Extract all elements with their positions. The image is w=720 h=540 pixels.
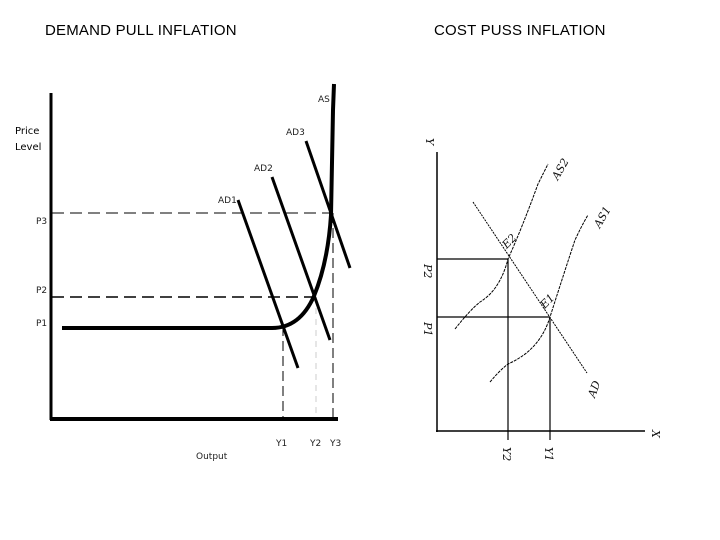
label-ad-right: AD	[585, 379, 603, 400]
label-ad3: AD3	[286, 128, 305, 138]
as-curve	[62, 83, 336, 330]
demand-pull-diagram: Price Level Output P3 P2 P1 Y1 Y2 Y3 AS …	[15, 83, 352, 462]
as1-curve	[489, 214, 589, 383]
right-x-axis-label: X	[649, 429, 662, 439]
ad-curve-right	[472, 201, 588, 374]
cost-push-diagram: Y X P2 P1 Y2 Y1 AS2 AS1 AD E2 E1	[421, 138, 662, 461]
label-p1: P1	[36, 319, 47, 329]
label-e1: E1	[537, 291, 558, 312]
ad2-curve	[270, 176, 332, 341]
label-y3: Y3	[329, 439, 341, 449]
x-axis-label-output: Output	[196, 452, 228, 462]
as2-curve	[454, 163, 549, 330]
label-ad1: AD1	[218, 196, 237, 206]
right-y-axis-label: Y	[423, 138, 436, 147]
label-ad2: AD2	[254, 164, 273, 174]
ad1-curve	[236, 199, 300, 369]
label-as1: AS1	[591, 204, 614, 231]
label-as2: AS2	[549, 156, 572, 183]
cost-push-title: COST PUSS INFLATION	[434, 22, 606, 39]
ad3-curve	[304, 140, 352, 269]
y-axis-label-price: Price	[15, 126, 39, 137]
demand-pull-title: DEMAND PULL INFLATION	[45, 22, 237, 39]
label-as: AS	[318, 95, 330, 105]
label-p1-right: P1	[421, 321, 434, 336]
y-axis-label-level: Level	[15, 142, 41, 153]
label-y2: Y2	[309, 439, 321, 449]
label-y1-right: Y1	[542, 447, 555, 461]
label-e2: E2	[499, 231, 520, 252]
label-p2: P2	[36, 286, 47, 296]
label-p3: P3	[36, 217, 47, 227]
label-y1: Y1	[275, 439, 287, 449]
label-y2-right: Y2	[500, 447, 513, 461]
label-p2-right: P2	[421, 263, 434, 278]
